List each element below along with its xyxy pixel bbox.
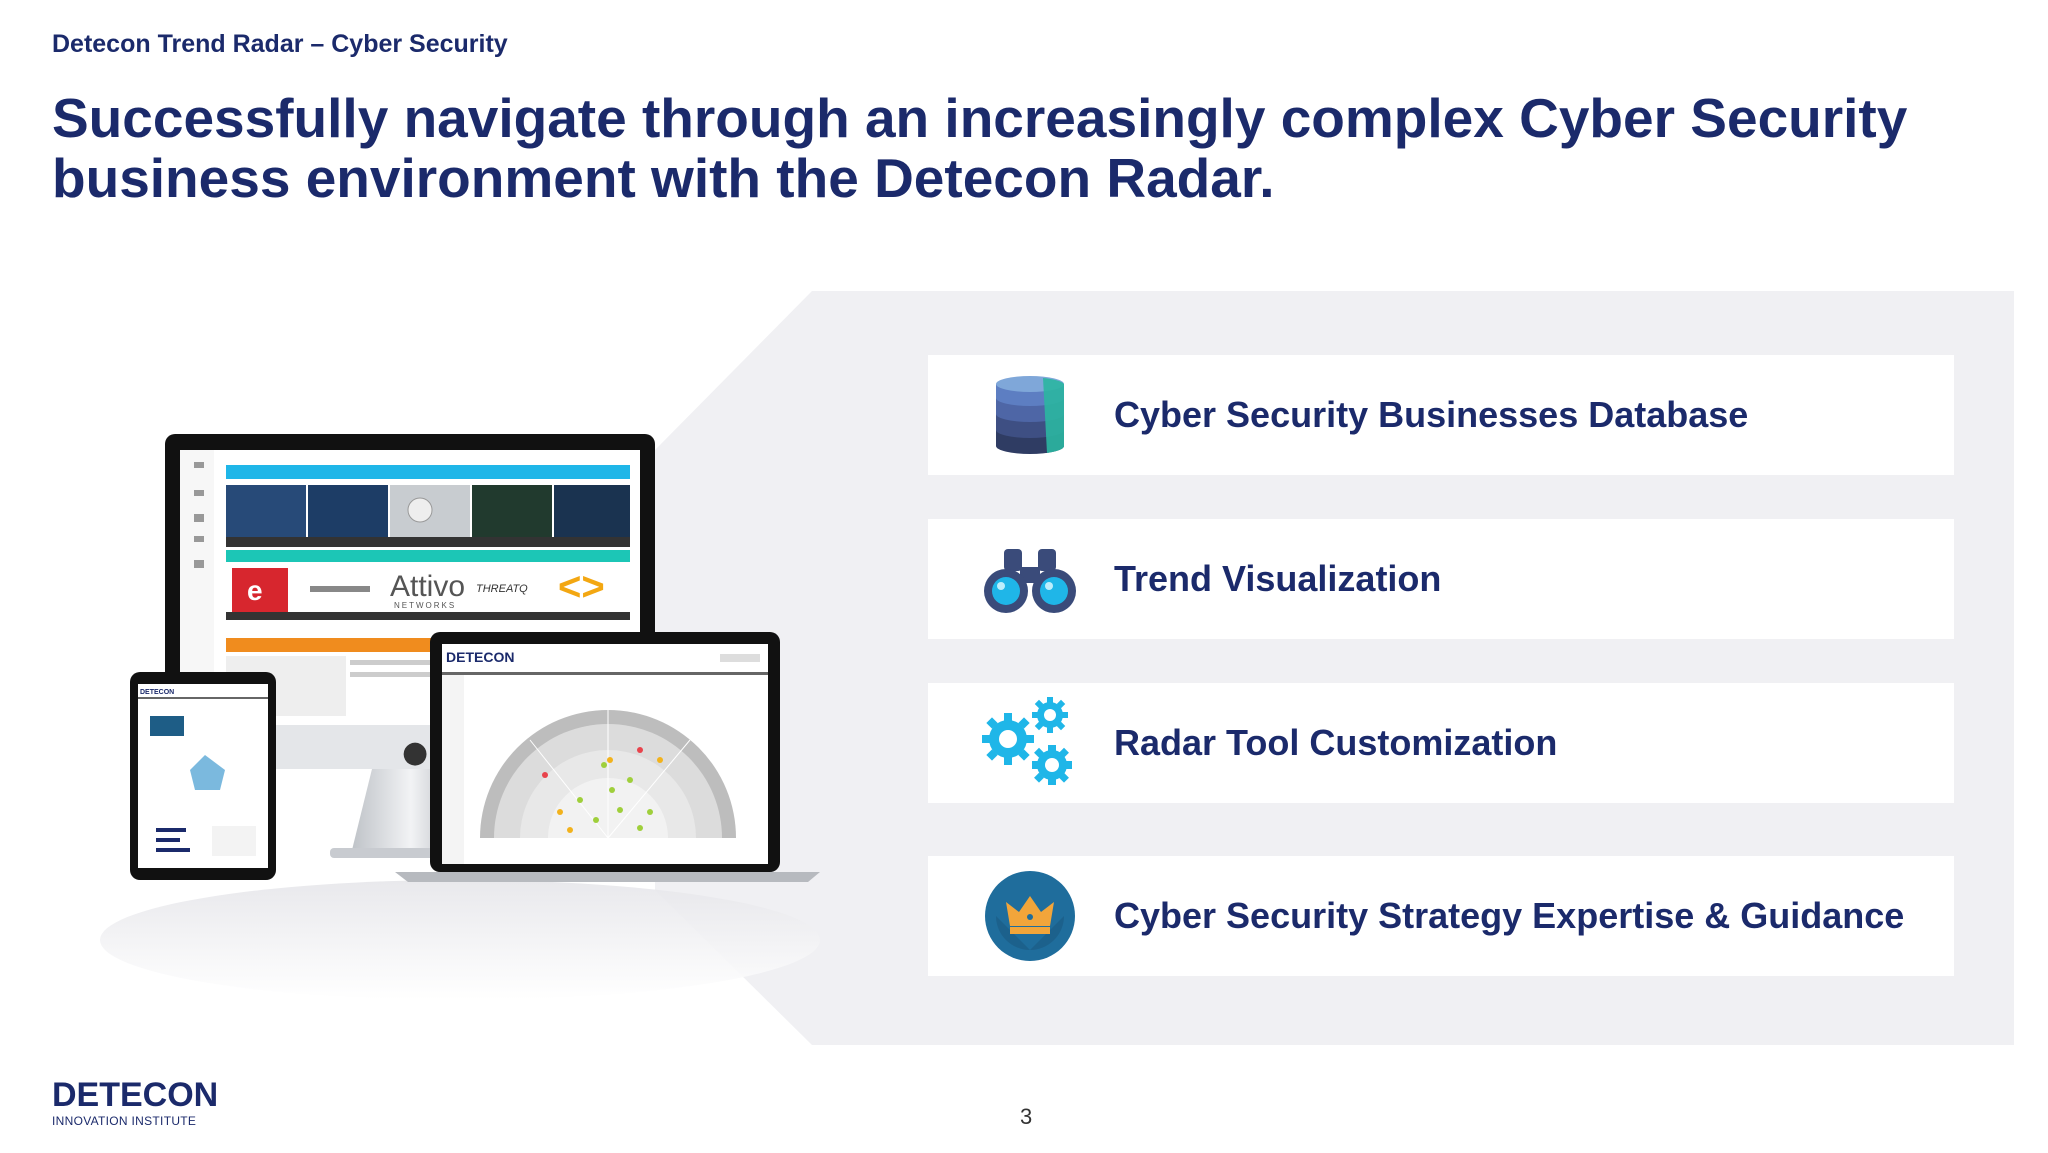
feature-card-trend-visualization: Trend Visualization xyxy=(928,519,1954,639)
tablet-brand: DETECON xyxy=(140,689,174,696)
svg-text:e: e xyxy=(247,575,263,606)
feature-label-strategy-expertise: Cyber Security Strategy Expertise & Guid… xyxy=(1114,895,1905,936)
binoculars-icon xyxy=(980,529,1080,629)
laptop-mockup: DETECON xyxy=(395,632,820,882)
database-icon xyxy=(980,365,1080,465)
feature-card-strategy-expertise: Cyber Security Strategy Expertise & Guid… xyxy=(928,856,1954,976)
feature-label-radar-customization: Radar Tool Customization xyxy=(1114,722,1558,763)
svg-text:●: ● xyxy=(402,735,428,770)
laptop-brand: DETECON xyxy=(446,649,514,665)
feature-card-database: Cyber Security Businesses Database xyxy=(928,355,1954,475)
monitor-brand-attivo: Attivo xyxy=(390,570,465,603)
monitor-brand-networks: NETWORKS xyxy=(394,601,456,610)
tablet-mockup: DETECON xyxy=(130,672,276,880)
page-number: 3 xyxy=(1020,1104,1033,1129)
feature-label-trend-visualization: Trend Visualization xyxy=(1114,558,1442,599)
feature-label-database: Cyber Security Businesses Database xyxy=(1114,394,1749,435)
monitor-brand-threatq: THREATQ xyxy=(476,583,528,595)
document-kicker: Detecon Trend Radar – Cyber Security xyxy=(52,30,508,58)
logo-subtitle: INNOVATION INSTITUTE xyxy=(52,1114,197,1128)
crown-icon xyxy=(980,866,1080,966)
svg-text:<>: <> xyxy=(558,565,605,609)
page-title: Successfully navigate through an increas… xyxy=(52,87,1908,209)
feature-card-radar-customization: Radar Tool Customization xyxy=(928,683,1954,803)
logo-brand: DETECON xyxy=(52,1076,219,1114)
detecon-logo: DETECON INNOVATION INSTITUTE xyxy=(52,1078,218,1128)
gears-icon xyxy=(980,693,1080,793)
